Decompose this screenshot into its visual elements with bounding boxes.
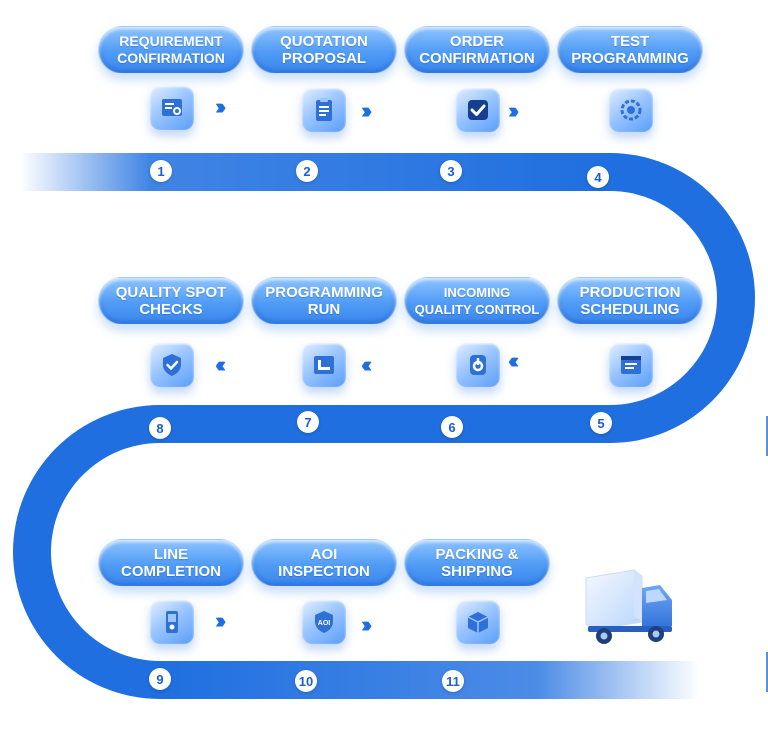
step-2-line-1: QUOTATION	[280, 33, 368, 50]
step-3-line-2: CONFIRMATION	[419, 50, 535, 67]
check-box-icon	[456, 88, 500, 132]
step-number-11: 11	[442, 670, 464, 692]
gear-icon	[609, 88, 653, 132]
step-number-1: 1	[150, 160, 172, 182]
line-device-icon	[150, 600, 194, 644]
delivery-truck-icon	[585, 569, 672, 644]
arrow-right-4: ››››	[215, 608, 227, 633]
step-number-8: 8	[149, 417, 171, 439]
step-number-2: 2	[296, 160, 318, 182]
step-7-line-1: PROGRAMMING	[265, 284, 383, 301]
step-pill-4: TEST PROGRAMMING	[557, 26, 703, 74]
step-4-line-1: TEST	[610, 33, 650, 50]
arrow-left-1: ‹‹‹‹	[215, 352, 227, 377]
step-11-line-2: SHIPPING	[441, 563, 513, 580]
clipboard-list-icon	[302, 88, 346, 132]
step-5-line-2: SCHEDULING	[580, 301, 680, 318]
step-pill-2: QUOTATION PROPOSAL	[251, 26, 397, 74]
step-8-line-2: CHECKS	[139, 301, 203, 318]
step-number-4: 4	[587, 166, 609, 188]
shield-check-icon	[150, 343, 194, 387]
step-number-10: 10	[295, 670, 317, 692]
step-number-3: 3	[440, 160, 462, 182]
step-number-9: 9	[149, 668, 171, 690]
step-pill-3: ORDER CONFIRMATION	[404, 26, 550, 74]
step-pill-11: PACKING & SHIPPING	[404, 539, 550, 587]
arrow-right-5: ››››	[361, 612, 373, 637]
arrow-left-2: ‹‹‹‹	[361, 352, 373, 377]
quality-control-icon	[456, 343, 500, 387]
step-9-line-2: COMPLETION	[121, 563, 221, 580]
arrow-right-3: ››››	[508, 98, 520, 123]
step-pill-6: INCOMING QUALITY CONTROL	[404, 277, 550, 325]
document-search-icon	[150, 86, 194, 130]
step-pill-10: AOI INSPECTION	[251, 539, 397, 587]
step-10-line-2: INSPECTION	[278, 563, 370, 580]
step-6-line-2: QUALITY CONTROL	[414, 302, 540, 317]
step-number-6: 6	[441, 416, 463, 438]
step-3-line-1: ORDER	[449, 33, 505, 50]
step-pill-7: PROGRAMMING RUN	[251, 277, 397, 325]
step-1-line-2: CONFIRMATION	[117, 50, 225, 66]
aoi-shield-icon: AOI	[302, 600, 346, 644]
arrow-right-2: ››››	[361, 98, 373, 123]
step-6-line-1: INCOMING	[443, 285, 511, 300]
step-number-7: 7	[297, 411, 319, 433]
package-box-icon	[456, 600, 500, 644]
edge-marker-bottom	[766, 652, 768, 692]
step-number-5: 5	[590, 412, 612, 434]
step-8-line-1: QUALITY SPOT	[115, 284, 227, 301]
aoi-icon-text: AOI	[318, 620, 331, 627]
schedule-list-icon	[609, 343, 653, 387]
step-5-line-1: PRODUCTION	[579, 284, 681, 301]
edge-marker-top	[766, 416, 768, 456]
step-9-line-1: LINE	[153, 546, 189, 563]
step-7-line-2: RUN	[307, 301, 341, 318]
step-1-line-1: REQUIREMENT	[119, 33, 223, 49]
program-run-icon	[302, 343, 346, 387]
step-4-line-2: PROGRAMMING	[571, 50, 689, 67]
arrow-right-1: ››››	[215, 94, 227, 119]
step-pill-1: REQUIREMENT CONFIRMATION	[98, 26, 244, 74]
step-11-line-1: PACKING &	[435, 546, 519, 563]
step-10-line-1: AOI	[310, 546, 338, 563]
arrow-left-3: ‹‹‹‹	[508, 348, 520, 373]
step-pill-9: LINE COMPLETION	[98, 539, 244, 587]
step-pill-5: PRODUCTION SCHEDULING	[557, 277, 703, 325]
step-2-line-2: PROPOSAL	[281, 50, 367, 67]
step-pill-8: QUALITY SPOT CHECKS	[98, 277, 244, 325]
